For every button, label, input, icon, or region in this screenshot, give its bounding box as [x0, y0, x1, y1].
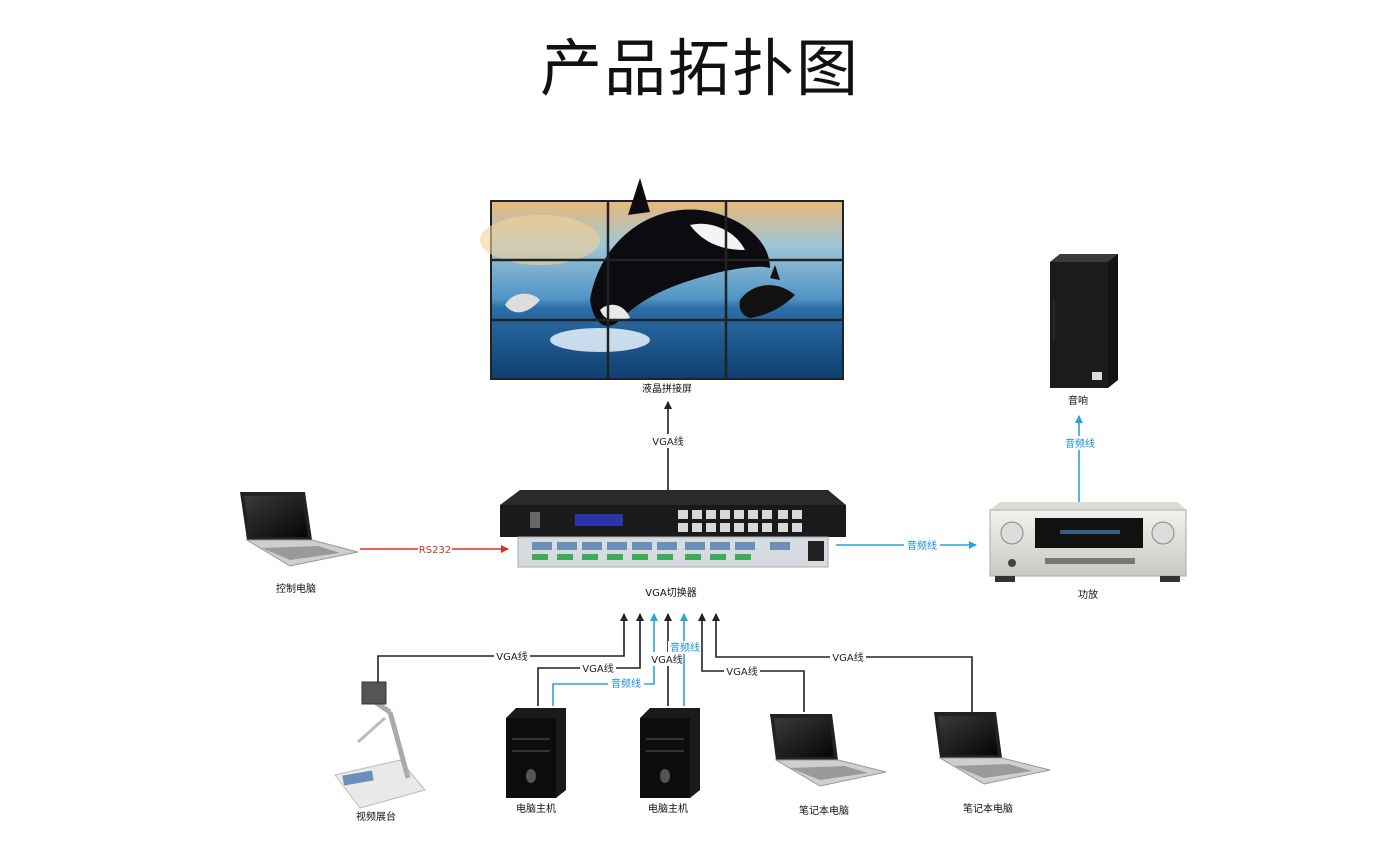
pc2-audio-line-label: 音频线 — [670, 641, 700, 654]
laptop2-vga-line-label: VGA线 — [832, 651, 863, 664]
desktop-pc-2-label: 电脑主机 — [648, 802, 688, 815]
speaker-label: 音响 — [1068, 394, 1088, 407]
document-camera-label: 视频展台 — [356, 810, 396, 823]
control-pc — [240, 492, 359, 567]
laptop-1 — [770, 714, 887, 787]
switcher-wall-line-label: VGA线 — [652, 435, 683, 448]
desktop-pc-1-label: 电脑主机 — [516, 802, 556, 815]
document-camera — [334, 681, 426, 809]
desktop-pc-2 — [640, 708, 700, 798]
laptop1-vga-line-label: VGA线 — [726, 665, 757, 678]
control-switcher-line-label: RS232 — [419, 545, 451, 556]
pc1-audio-line-label: 音频线 — [611, 677, 641, 690]
laptop-2-label: 笔记本电脑 — [963, 802, 1013, 815]
pc1-vga-line-label: VGA线 — [582, 662, 613, 675]
desktop-pc-1 — [506, 708, 566, 798]
vga-switcher — [500, 490, 846, 568]
pc1-audio-line — [552, 613, 658, 706]
amplifier — [989, 502, 1187, 582]
switcher-amp-line-label: 音频线 — [907, 539, 937, 552]
amplifier-label: 功放 — [1078, 588, 1098, 601]
laptop-2 — [934, 712, 1051, 785]
speaker — [1050, 254, 1118, 388]
video-wall-label: 液晶拼接屏 — [642, 382, 692, 395]
camera-vga-line-label: VGA线 — [496, 650, 527, 663]
pc2-vga-line-label: VGA线 — [651, 653, 682, 666]
control-pc-label: 控制电脑 — [276, 582, 316, 595]
vga-switcher-label: VGA切换器 — [645, 586, 696, 599]
amp-speaker-line-label: 音频线 — [1065, 437, 1095, 450]
laptop-1-label: 笔记本电脑 — [799, 804, 849, 817]
laptop1-vga-line — [698, 613, 805, 712]
page-title: 产品拓扑图 — [539, 32, 860, 105]
video-wall — [480, 178, 844, 380]
